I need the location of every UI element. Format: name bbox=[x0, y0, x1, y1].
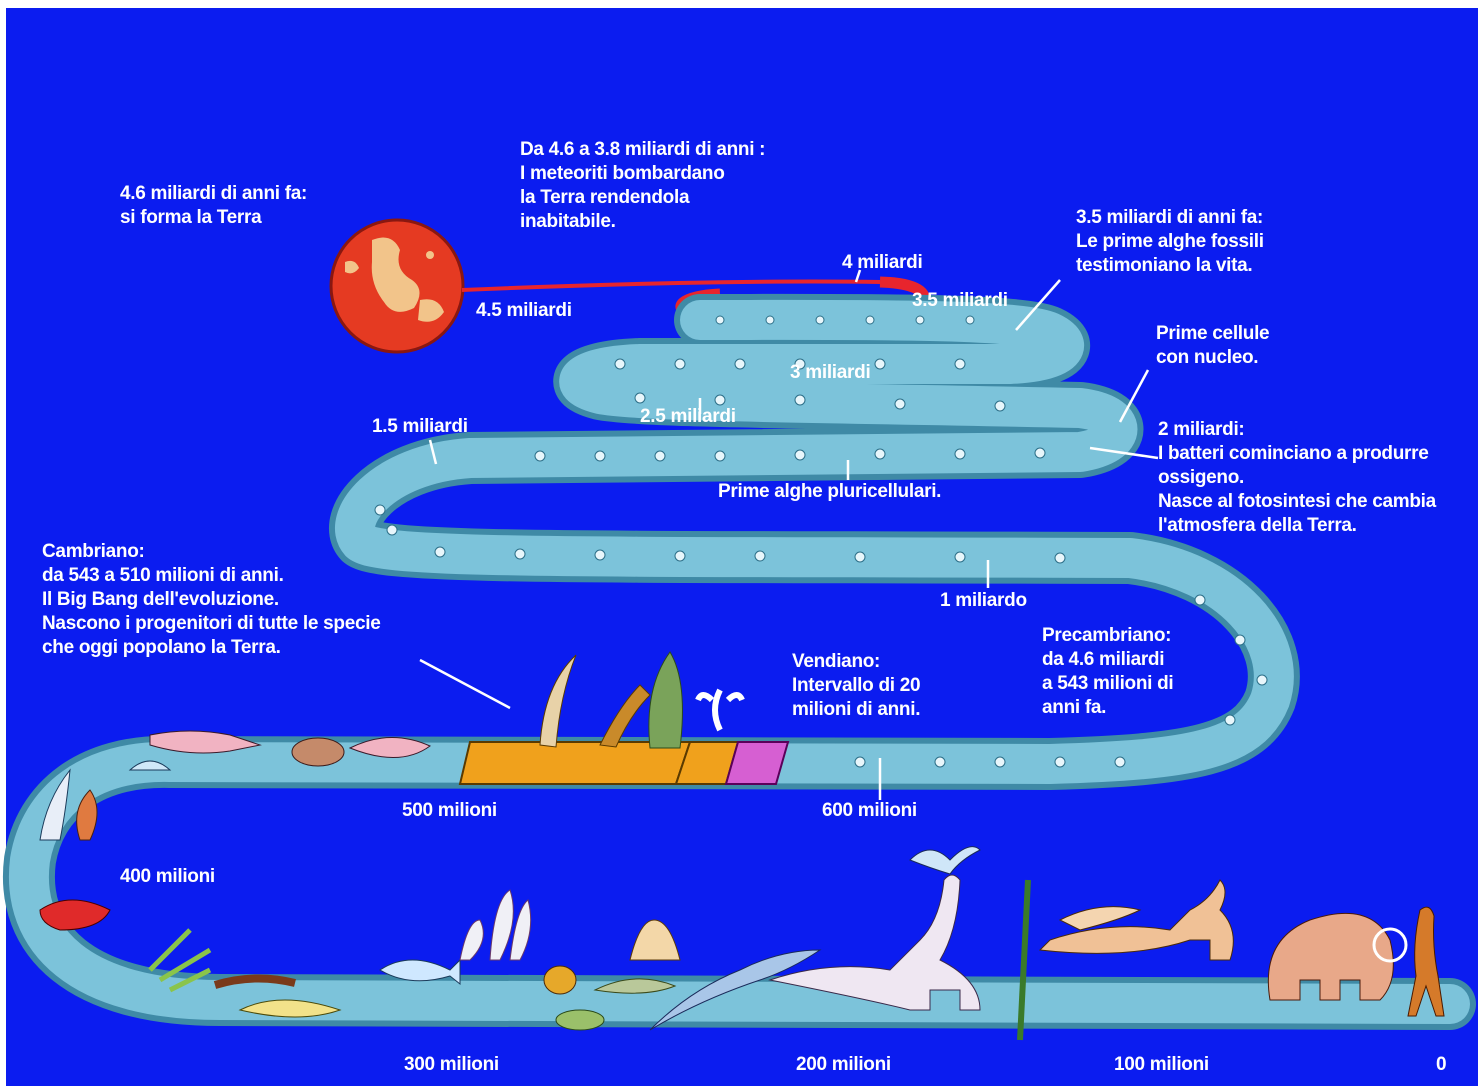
marker-4-5-billion: 4.5 miliardi bbox=[476, 300, 572, 321]
marker-3-billion: 3 miliardi bbox=[790, 362, 871, 383]
multicellular-algae-note: Prime alghe pluricellulari. bbox=[718, 481, 942, 502]
pointer-lines bbox=[419, 269, 1159, 800]
marker-1-billion: 1 miliardo bbox=[940, 590, 1027, 611]
earth-forms-note: 4.6 miliardi di anni fa: si forma la Ter… bbox=[120, 183, 308, 228]
cells bbox=[374, 315, 1268, 768]
marker-2-5-billion: 2.5 miliardi bbox=[640, 406, 736, 427]
first-algae-note: 3.5 miliardi di anni fa: Le prime alghe … bbox=[1076, 207, 1264, 276]
oxygen-note: 2 miliardi: I batteri cominciano a produ… bbox=[1158, 419, 1436, 536]
earth-globe bbox=[329, 218, 465, 354]
cambrian-organisms bbox=[128, 651, 745, 771]
early-vertebrates bbox=[39, 768, 111, 931]
meteorites-note: Da 4.6 a 3.8 miliardi di anni : I meteor… bbox=[520, 139, 766, 232]
marker-100-million: 100 milioni bbox=[1114, 1054, 1209, 1075]
marker-3-5-billion: 3.5 miliardi bbox=[912, 290, 1008, 311]
marker-1-5-billion: 1.5 miliardi bbox=[372, 416, 468, 437]
vendian-band bbox=[724, 741, 790, 785]
cambrian-note: Cambriano: da 543 a 510 milioni di anni.… bbox=[42, 541, 381, 658]
marker-4-billion: 4 miliardi bbox=[842, 252, 923, 273]
marker-300-million: 300 milioni bbox=[404, 1054, 499, 1075]
nucleus-cells-note: Prime cellule con nucleo. bbox=[1156, 323, 1270, 368]
marker-zero: 0 bbox=[1436, 1054, 1447, 1075]
precambrian-note: Precambriano: da 4.6 miliardi a 543 mili… bbox=[1042, 625, 1174, 718]
marker-200-million: 200 milioni bbox=[796, 1054, 891, 1075]
marker-500-million: 500 milioni bbox=[402, 800, 497, 821]
marker-600-million: 600 milioni bbox=[822, 800, 917, 821]
vendian-note: Vendiano: Intervallo di 20 milioni di an… bbox=[792, 651, 921, 720]
marker-400-million: 400 milioni bbox=[120, 866, 215, 887]
late-life bbox=[148, 846, 1445, 1041]
early-line bbox=[461, 279, 881, 292]
